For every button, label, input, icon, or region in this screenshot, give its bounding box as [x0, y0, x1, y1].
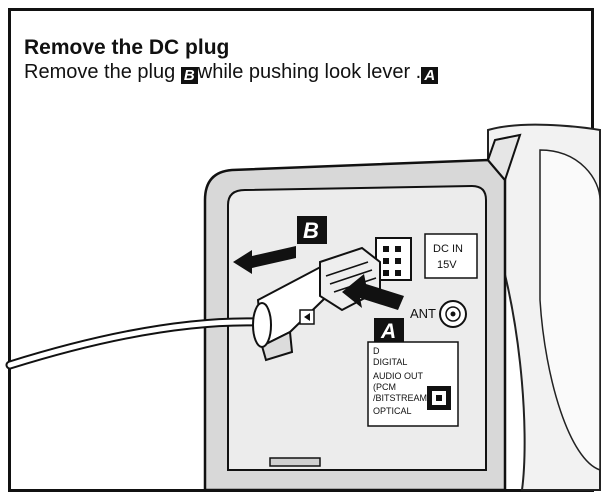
panel-line-4: (PCM — [373, 382, 396, 392]
instruction-text-middle: while pushing look lever . — [197, 61, 422, 83]
badge-b-inline: B — [180, 67, 198, 84]
callout-b-letter: B — [303, 218, 319, 243]
panel-line-2: DIGITAL — [373, 357, 407, 367]
callout-a-letter: A — [380, 320, 396, 343]
panel-line-5: /BITSTREAM) — [373, 393, 430, 403]
dc-in-voltage: 15V — [437, 259, 457, 271]
dc-in-socket — [375, 237, 412, 281]
antenna-jack: ANT — [410, 300, 467, 328]
callout-b-badge — [297, 216, 327, 244]
instruction-text-start: Remove the plug — [24, 61, 181, 83]
device-body — [203, 133, 522, 492]
panel-line-6: OPTICAL — [373, 406, 412, 416]
arrow-a-push: A — [342, 274, 404, 343]
arrow-b-pull: B — [233, 216, 327, 274]
instruction-title: Remove the DC plug — [24, 36, 230, 59]
badge-a-inline: A — [421, 67, 439, 84]
dc-plug — [252, 246, 381, 362]
digital-audio-panel: D DIGITAL AUDIO OUT (PCM /BITSTREAM) OPT… — [367, 341, 459, 427]
speaker-disc — [487, 123, 601, 491]
callout-a-badge — [374, 318, 404, 342]
power-cable — [5, 317, 263, 370]
panel-line-1: D — [373, 346, 380, 356]
dc-in-label: DC IN — [433, 243, 463, 255]
ant-label: ANT — [410, 306, 436, 321]
dc-in-label-box: DC IN 15V — [424, 233, 478, 279]
panel-line-3: AUDIO OUT — [373, 371, 424, 381]
